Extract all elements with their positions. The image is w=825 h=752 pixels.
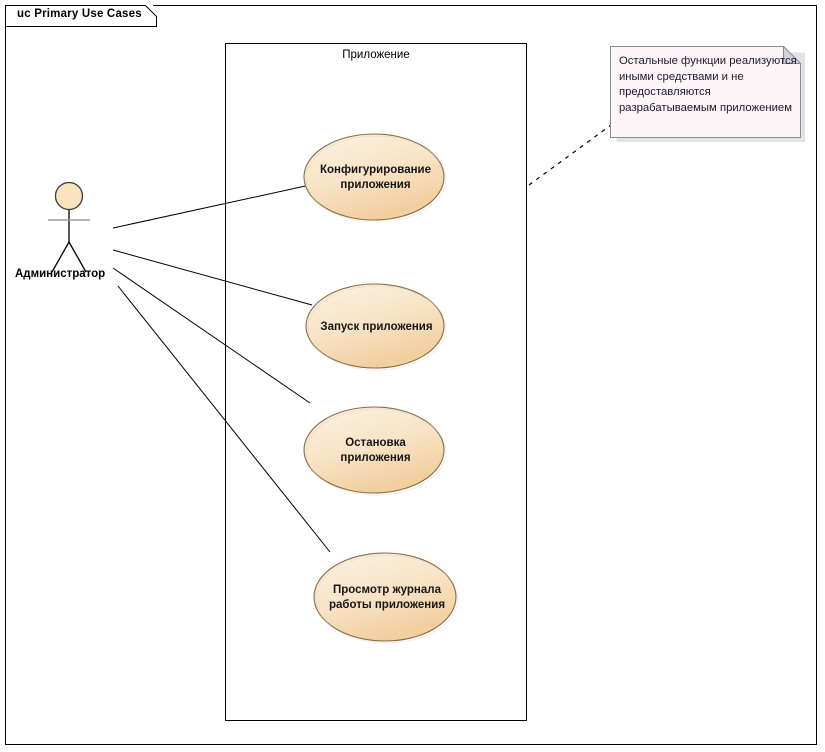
note-comment[interactable]: Остальные функции реализуются иными сред…: [610, 46, 805, 142]
use-case-stop[interactable]: Остановка приложения: [303, 406, 448, 496]
note-text-line: иными средствами и не: [619, 70, 744, 83]
system-boundary-label: Приложение: [342, 49, 410, 61]
use-case-ellipse-shape: [303, 406, 447, 496]
use-case-ellipse-shape: [313, 552, 459, 644]
title-tab-shape: [5, 5, 157, 27]
use-case-start[interactable]: Запуск приложения: [305, 283, 448, 371]
actor-administrator[interactable]: [40, 180, 110, 275]
use-case-view-log[interactable]: Просмотр журнала работы приложения: [313, 552, 461, 644]
note-text-line: Остальные функции реализуются: [619, 55, 797, 67]
use-case-ellipse-shape: [303, 133, 447, 223]
note-shape-icon: [610, 46, 805, 142]
diagram-title-label: uc Primary Use Cases: [17, 8, 142, 20]
actor-label: Администратор: [15, 268, 106, 280]
note-text-line: разрабатываемым приложением: [619, 101, 792, 114]
note-text: Остальные функции реализуются иными сред…: [619, 54, 797, 116]
note-text-line: предоставляются: [619, 86, 711, 98]
actor-figure-icon: [48, 181, 90, 273]
use-case-ellipse-shape: [305, 283, 447, 371]
diagram-title-tab: uc Primary Use Cases: [5, 5, 157, 27]
use-case-configure[interactable]: Конфигурирование приложения: [303, 133, 448, 223]
